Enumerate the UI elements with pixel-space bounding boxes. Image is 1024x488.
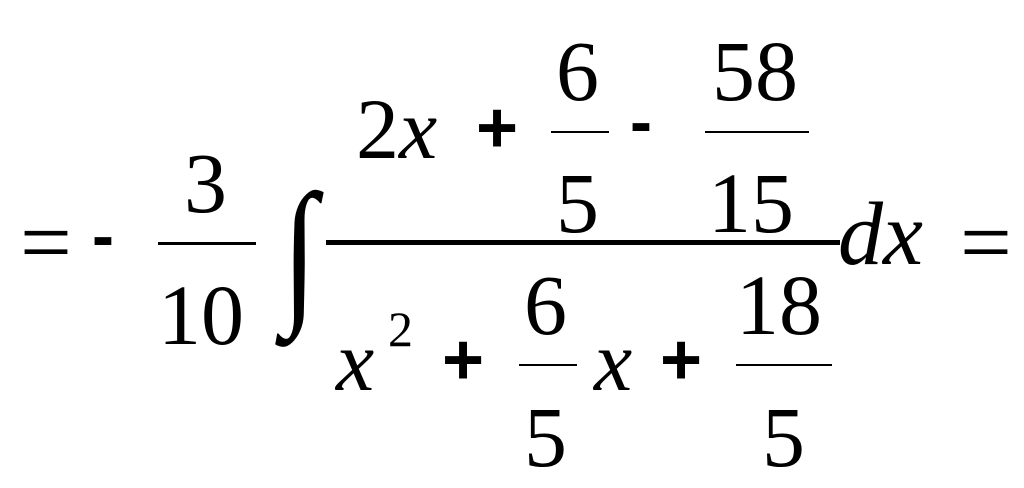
coefficient-fraction-bar	[158, 242, 256, 245]
numerator-frac2-denominator: 15	[708, 155, 794, 251]
coefficient-numerator: 3	[184, 135, 227, 231]
denominator-plus-2: +	[660, 320, 703, 400]
integral-sign: ∫	[282, 161, 318, 339]
denominator-exponent: 2	[388, 301, 413, 357]
denominator-frac2-denominator: 5	[762, 389, 805, 485]
coefficient-denominator: 10	[158, 267, 244, 363]
numerator-minus: -	[630, 84, 652, 158]
denominator-x-base: x	[336, 313, 375, 409]
main-fraction-bar	[326, 240, 840, 245]
numerator-frac1-bar	[551, 131, 609, 133]
leading-minus: -	[92, 198, 114, 272]
numerator-frac2-bar	[705, 131, 809, 133]
numerator-term-2x: 2x	[356, 81, 438, 177]
numerator-frac2-numerator: 58	[712, 23, 798, 119]
numerator-frac1-numerator: 6	[556, 23, 599, 119]
denominator-x-term: x	[594, 313, 633, 409]
differential-dx: dx	[838, 185, 923, 284]
trailing-equals: =	[960, 191, 1012, 293]
denominator-frac1-numerator: 6	[524, 257, 567, 353]
leading-equals: =	[20, 191, 72, 293]
denominator-plus-1: +	[442, 320, 485, 400]
denominator-frac2-numerator: 18	[736, 257, 822, 353]
denominator-frac1-bar	[519, 364, 577, 366]
numerator-plus: +	[476, 88, 519, 168]
denominator-frac2-bar	[736, 364, 832, 366]
numerator-frac1-denominator: 5	[556, 155, 599, 251]
denominator-frac1-denominator: 5	[524, 389, 567, 485]
